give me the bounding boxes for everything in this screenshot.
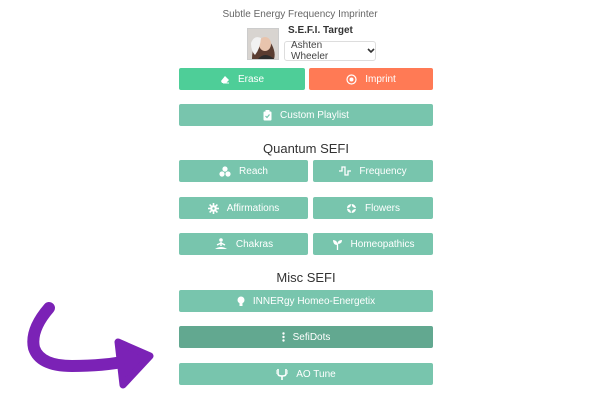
sefidots-label: SefiDots — [292, 331, 331, 343]
quantum-sefi-heading: Quantum SEFI — [263, 141, 349, 156]
wave-icon — [339, 166, 352, 176]
erase-label: Erase — [237, 73, 265, 85]
erase-button[interactable]: Erase — [179, 68, 305, 90]
eraser-icon — [220, 74, 230, 84]
app-subtitle: Subtle Energy Frequency Imprinter — [222, 9, 378, 20]
ao-tune-button[interactable]: AO Tune — [179, 363, 433, 385]
chakras-button[interactable]: Chakras — [179, 233, 308, 255]
vertical-dots-icon — [281, 332, 285, 342]
target-person-select[interactable]: Ashten Wheeler — [284, 40, 376, 62]
affirmations-button[interactable]: Affirmations — [179, 197, 308, 219]
reach-button[interactable]: Reach — [179, 160, 308, 182]
target-label: S.E.F.I. Target — [288, 25, 353, 36]
selected-person: Ashten Wheeler — [291, 40, 329, 62]
clipboard-icon — [263, 109, 272, 121]
arrow-icon — [27, 302, 154, 389]
flowers-button[interactable]: Flowers — [313, 197, 433, 219]
reach-icon — [219, 165, 231, 177]
homeopathics-button[interactable]: Homeopathics — [313, 233, 433, 255]
meditation-icon — [214, 238, 228, 250]
avatar-photo — [248, 29, 278, 59]
gear-icon — [207, 202, 219, 214]
custom-playlist-button[interactable]: Custom Playlist — [179, 104, 433, 126]
misc-sefi-heading: Misc SEFI — [276, 270, 336, 285]
chakras-label: Chakras — [235, 238, 274, 250]
affirmations-label: Affirmations — [226, 202, 280, 214]
imprint-icon — [346, 73, 357, 85]
imprint-button[interactable]: Imprint — [309, 68, 433, 90]
frequency-label: Frequency — [359, 165, 407, 177]
custom-playlist-label: Custom Playlist — [280, 109, 349, 121]
ao-tune-label: AO Tune — [296, 368, 336, 380]
flowers-label: Flowers — [364, 202, 400, 214]
leaf-icon — [346, 203, 357, 214]
reach-label: Reach — [239, 165, 268, 177]
tuning-fork-icon — [276, 368, 289, 380]
chevron-down-icon — [367, 46, 375, 57]
lightbulb-icon — [237, 296, 245, 307]
sefidots-button[interactable]: SefiDots — [179, 326, 433, 348]
homeopathics-label: Homeopathics — [350, 238, 415, 250]
seedling-icon — [332, 239, 343, 250]
innergy-button[interactable]: INNERgy Homeo-Energetix — [179, 290, 433, 312]
innergy-label: INNERgy Homeo-Energetix — [252, 295, 376, 307]
avatar — [247, 28, 279, 60]
frequency-button[interactable]: Frequency — [313, 160, 433, 182]
imprint-label: Imprint — [365, 73, 396, 85]
